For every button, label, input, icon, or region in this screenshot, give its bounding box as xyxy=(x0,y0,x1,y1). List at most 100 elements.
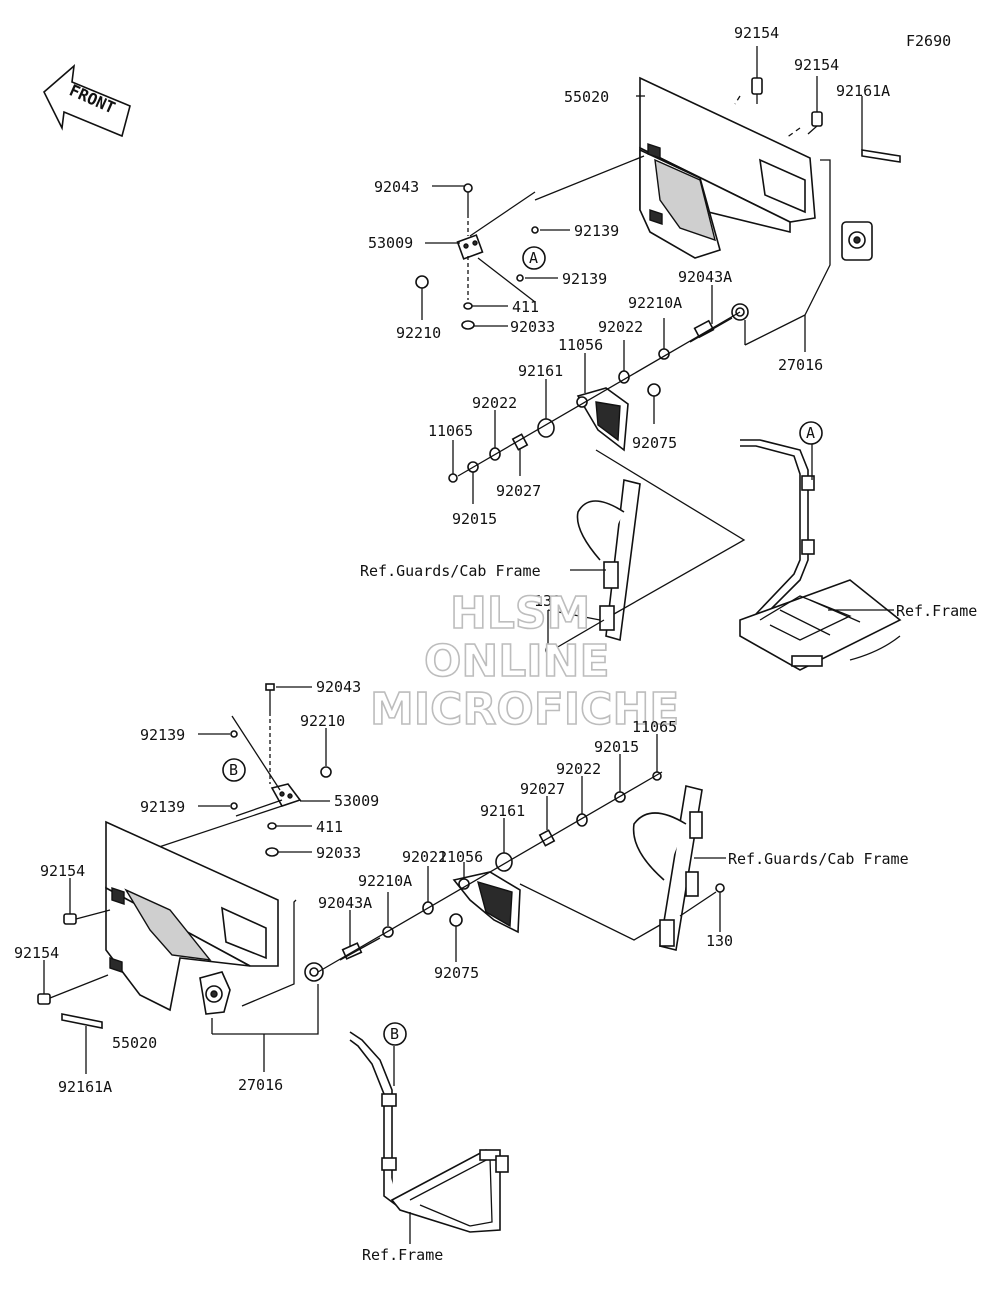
nut-92139-lower-a xyxy=(230,730,238,738)
label-92022-upper-a: 92022 xyxy=(598,318,643,336)
label-92033-upper: 92033 xyxy=(510,318,555,336)
svg-text:HLSM: HLSM xyxy=(450,588,590,639)
upper-assembly: A A xyxy=(360,24,977,671)
svg-text:A: A xyxy=(529,249,538,267)
label-411-upper: 411 xyxy=(512,298,539,316)
watermark: HLSM ONLINE MICROFICHE xyxy=(369,587,680,736)
label-130-upper: 130 xyxy=(534,592,561,610)
bolt-92043a-lower xyxy=(339,937,381,961)
bracket-53009-upper xyxy=(456,234,484,260)
pad-92161a-upper xyxy=(861,149,901,163)
label-ref-guards-lower: Ref.Guards/Cab Frame xyxy=(728,850,909,868)
bolt-92154-upper-a xyxy=(751,77,763,104)
label-53009-lower: 53009 xyxy=(334,792,379,810)
label-92154-upper-b: 92154 xyxy=(794,56,839,74)
label-11056-lower: 11056 xyxy=(438,848,483,866)
label-ref-frame-lower: Ref.Frame xyxy=(362,1246,443,1264)
label-92022-lower-a: 92022 xyxy=(556,760,601,778)
label-92139-upper-a: 92139 xyxy=(574,222,619,240)
bracket-11056-upper xyxy=(576,387,629,452)
label-11065-lower: 11065 xyxy=(632,718,677,736)
bolt-130-lower xyxy=(715,883,725,893)
nut-92075-upper xyxy=(647,383,661,397)
callout-b-frame: B xyxy=(383,1022,407,1046)
label-92210-lower: 92210 xyxy=(300,712,345,730)
label-92015-lower: 92015 xyxy=(594,738,639,756)
callout-a-frame: A xyxy=(799,421,823,445)
washer-411-upper xyxy=(463,302,473,310)
bolt-92154-lower-b xyxy=(37,974,109,1005)
nut-92139-lower-b xyxy=(230,802,238,810)
label-55020-upper: 55020 xyxy=(564,88,609,106)
label-130-lower: 130 xyxy=(706,932,733,950)
label-92027-upper: 92027 xyxy=(496,482,541,500)
svg-text:A: A xyxy=(806,424,815,442)
washer-411-lower xyxy=(267,822,277,830)
nut-92075-lower xyxy=(449,913,463,927)
bolt-130-upper xyxy=(545,645,555,655)
label-92210a-lower: 92210A xyxy=(358,872,412,890)
label-92210a-upper: 92210A xyxy=(628,294,682,312)
label-92022-upper-b: 92022 xyxy=(472,394,517,412)
label-92043-lower: 92043 xyxy=(316,678,361,696)
label-92161a-upper: 92161A xyxy=(836,82,890,100)
chassis-frame-lower xyxy=(349,1031,509,1233)
label-92139-lower-b: 92139 xyxy=(140,798,185,816)
label-92022-lower-b: 92022 xyxy=(402,848,447,866)
collar-92027-lower xyxy=(538,829,556,847)
label-53009-upper: 53009 xyxy=(368,234,413,252)
cab-frame-post-lower xyxy=(632,785,703,951)
label-92043a-lower: 92043A xyxy=(318,894,372,912)
bracket-11056-lower xyxy=(452,871,521,934)
pin-92043-lower xyxy=(265,683,275,712)
lower-assembly: B xyxy=(14,678,909,1264)
label-92043a-upper: 92043A xyxy=(678,268,732,286)
taillight-housing-lower xyxy=(105,820,279,1012)
label-55020-lower: 55020 xyxy=(112,1034,157,1052)
label-92033-lower: 92033 xyxy=(316,844,361,862)
svg-text:MICROFICHE: MICROFICHE xyxy=(370,684,679,735)
label-92154-lower-a: 92154 xyxy=(40,862,85,880)
bolt-92154-upper-b xyxy=(807,111,823,135)
bolt-92154-lower-a xyxy=(63,909,111,925)
lamp-nut-lower xyxy=(304,962,324,982)
callout-b-lower: B xyxy=(222,758,246,782)
label-92154-upper-a: 92154 xyxy=(734,24,779,42)
label-92154-lower-b: 92154 xyxy=(14,944,59,962)
label-92139-upper-b: 92139 xyxy=(562,270,607,288)
nut-92210-lower xyxy=(320,766,332,778)
label-92075-upper: 92075 xyxy=(632,434,677,452)
nut-92139-upper-b xyxy=(516,274,524,282)
pin-92043-upper xyxy=(463,183,473,214)
label-11065-upper: 11065 xyxy=(428,422,473,440)
bushing-92161-lower xyxy=(495,852,513,872)
label-27016-upper: 27016 xyxy=(778,356,823,374)
label-92161-upper: 92161 xyxy=(518,362,563,380)
label-92210-upper: 92210 xyxy=(396,324,441,342)
label-ref-frame-upper: Ref.Frame xyxy=(896,602,977,620)
label-92161a-lower: 92161A xyxy=(58,1078,112,1096)
label-92075-lower: 92075 xyxy=(434,964,479,982)
cab-frame-post-upper xyxy=(576,479,641,642)
label-92139-lower-a: 92139 xyxy=(140,726,185,744)
bolt-92043a-upper xyxy=(689,317,733,343)
label-92027-lower: 92027 xyxy=(520,780,565,798)
label-ref-guards-upper: Ref.Guards/Cab Frame xyxy=(360,562,541,580)
label-11056-upper: 11056 xyxy=(558,336,603,354)
svg-text:B: B xyxy=(390,1025,399,1043)
lamp-27016-lower xyxy=(199,971,231,1015)
svg-text:ONLINE: ONLINE xyxy=(424,636,610,687)
nut-92139-upper-a xyxy=(531,226,539,234)
washer-92033-upper xyxy=(461,320,475,330)
label-92043-upper: 92043 xyxy=(374,178,419,196)
nut-92210-upper xyxy=(415,275,429,289)
taillight-housing-upper xyxy=(639,76,816,259)
chassis-frame-upper xyxy=(739,439,902,671)
cap-11065-upper xyxy=(448,473,458,483)
label-92015-upper: 92015 xyxy=(452,510,497,528)
front-direction-arrow: FRONT xyxy=(43,64,131,138)
pad-92161a-lower xyxy=(61,1013,103,1029)
svg-text:B: B xyxy=(229,761,238,779)
lamp-27016-upper xyxy=(841,221,873,261)
